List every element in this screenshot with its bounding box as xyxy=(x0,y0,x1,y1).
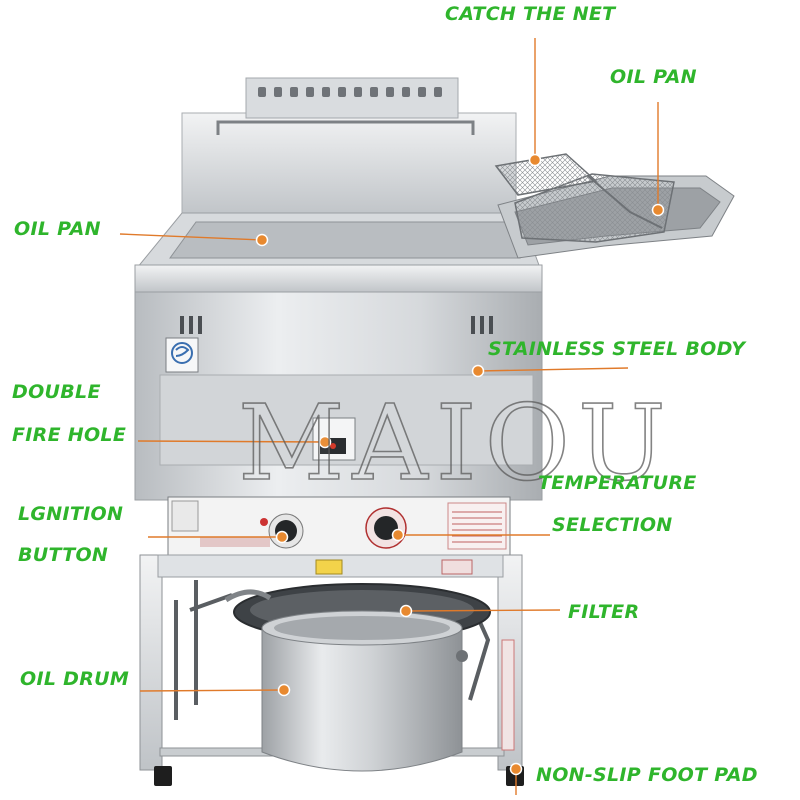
leader-fire-hole xyxy=(137,440,326,443)
marker-catch-net xyxy=(528,153,542,167)
vent-slots-left xyxy=(180,316,202,334)
temperature-knob[interactable] xyxy=(365,507,407,549)
marker-temperature xyxy=(391,528,405,542)
frying-net xyxy=(494,153,675,243)
label-selection: SELECTION xyxy=(552,514,673,536)
label-oil-pan-right: OIL PAN xyxy=(610,66,697,88)
watermark-text: MAIOU xyxy=(237,381,674,505)
marker-ignition xyxy=(275,530,289,544)
marker-oil-pan-left xyxy=(255,233,269,247)
marker-oil-pan-right xyxy=(651,203,665,217)
leader-filter xyxy=(405,609,561,612)
marker-foot-pad xyxy=(509,762,523,776)
stand-frame xyxy=(139,554,523,771)
leader-lines xyxy=(119,38,659,795)
marker-stainless-body xyxy=(471,364,485,378)
label-oil-drum: OIL DRUM xyxy=(20,668,130,690)
label-oil-pan-left: OIL PAN xyxy=(14,218,101,240)
marker-filter xyxy=(399,604,413,618)
control-panel xyxy=(167,496,511,556)
label-temperature: TEMPERATURE xyxy=(538,472,697,494)
leader-oil-drum xyxy=(139,689,285,692)
label-non-slip-foot-pad: NON-SLIP FOOT PAD xyxy=(536,764,758,786)
marker-fire-hole xyxy=(318,435,332,449)
leader-stainless-body xyxy=(477,367,629,372)
back-splash xyxy=(181,77,517,219)
label-stainless-steel-body: STAINLESS STEEL BODY xyxy=(488,338,746,360)
exhaust-vents xyxy=(258,87,442,97)
vent-slots-right xyxy=(471,316,493,334)
certification-logo xyxy=(165,337,199,373)
fryer-body xyxy=(134,291,543,501)
label-filter: FILTER xyxy=(568,601,640,623)
foot-pad-left xyxy=(154,766,172,786)
label-button: BUTTON xyxy=(18,544,109,566)
label-fire-hole: FIRE HOLE xyxy=(12,424,127,446)
label-lgnition: LGNITION xyxy=(18,503,124,525)
leader-markers xyxy=(255,153,665,776)
oil-drum xyxy=(261,610,468,772)
label-double: DOUBLE xyxy=(12,381,101,403)
leader-oil-pan-left xyxy=(119,233,263,241)
marker-oil-drum xyxy=(277,683,291,697)
oil-pan-tank xyxy=(134,212,543,294)
label-catch-the-net: CATCH THE NET xyxy=(445,3,616,25)
